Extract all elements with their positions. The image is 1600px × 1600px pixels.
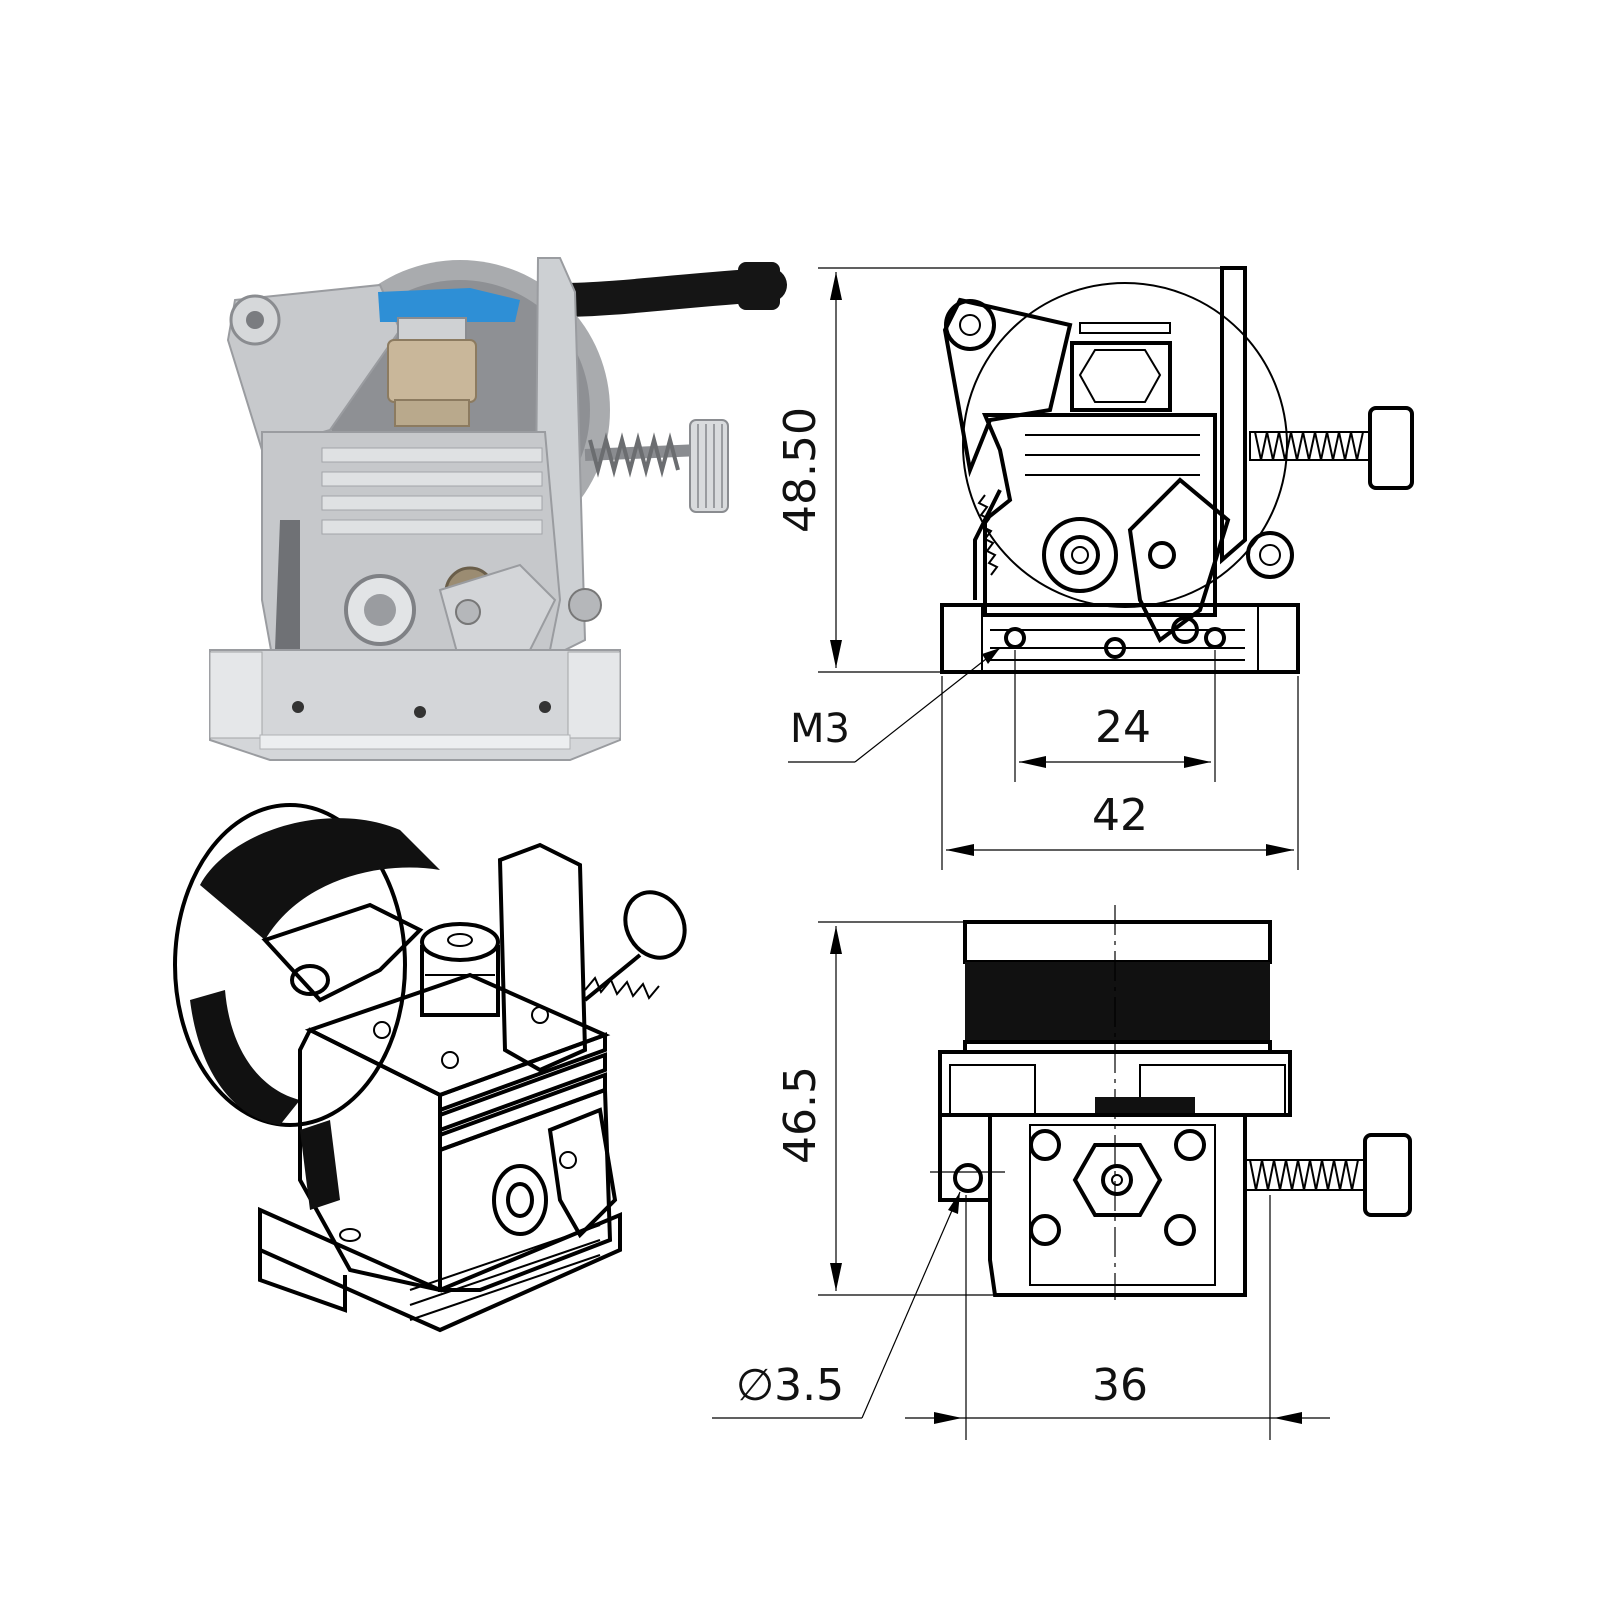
- dim-hole-spacing: 24: [1014, 650, 1216, 782]
- push-fitting-clip: [378, 288, 520, 322]
- dim-label-hole-spacing: 24: [1095, 702, 1151, 753]
- idler-arm-outline: [1127, 477, 1231, 644]
- knurled-knob: [689, 419, 729, 513]
- dim-label-width-front: 42: [1092, 790, 1148, 841]
- iso-bearing: [492, 1164, 548, 1236]
- left-ear: [938, 1113, 992, 1202]
- mount-hole: [953, 1163, 983, 1193]
- dim-label-height-front: 48.50: [775, 407, 826, 533]
- mount-plate: [938, 1050, 1292, 1117]
- dim-label-height-bottom: 46.5: [775, 1066, 826, 1164]
- tension-spring: [584, 432, 701, 478]
- motor-band: [200, 818, 440, 940]
- extruder-photo: [209, 257, 787, 761]
- side-screw-icon: [568, 588, 602, 622]
- dim-hole-leader: ∅3.5: [712, 1191, 961, 1419]
- motor-top-cap: [963, 920, 1272, 964]
- body-outline: [981, 413, 1217, 617]
- dim-width-front: 42: [941, 676, 1299, 870]
- dim-height-front: 48.50: [775, 267, 1225, 673]
- dim-thread-leader: M3: [788, 647, 1001, 763]
- iso-lever: [261, 902, 424, 1003]
- bearing-outline: [1042, 517, 1118, 593]
- iso-fitting: [420, 922, 500, 962]
- m3-hole: [1004, 627, 1026, 649]
- cable-sleeve: [738, 262, 780, 310]
- iso-tension-screw: [583, 890, 687, 1002]
- bottom-view-drawing: 46.5 ∅3.5 36: [712, 905, 1412, 1440]
- iso-gear: [300, 1120, 340, 1210]
- dim-label-hole-diameter: ∅3.5: [736, 1360, 844, 1411]
- dim-label-width-bottom: 36: [1092, 1360, 1148, 1411]
- motor-body: [965, 962, 1270, 1042]
- gear-edge: [1095, 1097, 1195, 1117]
- cooling-fins: [321, 447, 543, 535]
- side-screw-icon: [1246, 531, 1294, 579]
- motor-outline: [962, 282, 1288, 608]
- outlet-hex-icon: [1072, 1143, 1163, 1217]
- motor-face: [173, 803, 407, 1127]
- isometric-drawing: [173, 803, 687, 1333]
- m3-hole: [1204, 627, 1226, 649]
- bracket-outline: [1220, 266, 1247, 565]
- iso-idler-arm: [547, 1107, 618, 1239]
- iso-top-plate: [304, 972, 611, 1098]
- gear-left: [275, 520, 300, 650]
- body-block: [988, 1113, 1247, 1297]
- front-view-drawing: 48.50 M3 24 42: [775, 266, 1414, 870]
- dim-height-bottom: 46.5: [775, 921, 995, 1296]
- lever-screw-icon: [944, 299, 996, 351]
- base-plate: [209, 649, 621, 761]
- dim-width-bottom: 36: [905, 1195, 1330, 1440]
- fitting-nut: [1070, 341, 1172, 412]
- brass-nut: [387, 339, 477, 403]
- bottom-tension-screw: [1244, 1133, 1412, 1217]
- dim-label-thread: M3: [790, 706, 850, 752]
- iso-bracket: [497, 842, 588, 1073]
- lever-outline: [942, 297, 1073, 478]
- iso-right-face: [438, 1087, 613, 1292]
- tension-screw-outline: [1249, 406, 1414, 490]
- gear-teeth: [973, 489, 1002, 600]
